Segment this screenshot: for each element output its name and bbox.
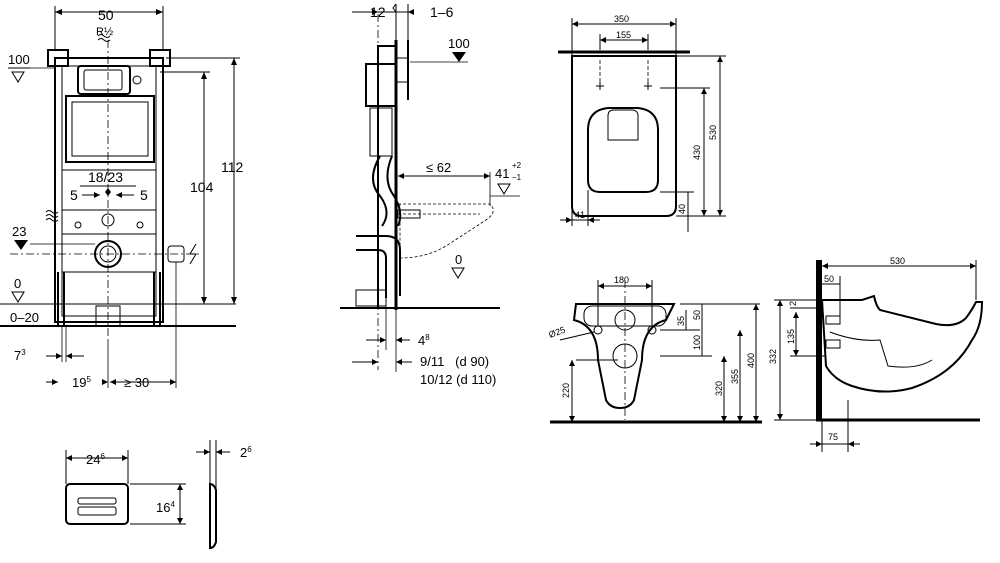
cistern [65, 95, 155, 163]
dim-side-gap: 41 [575, 210, 585, 220]
dim-height-frame: 104 [190, 179, 214, 195]
seat-outline [587, 107, 659, 193]
dim-wall-gap: 75 [828, 432, 838, 442]
dim-seat-depth: 430 [692, 145, 702, 160]
level-marker-icon [11, 71, 25, 83]
bolt-hole [593, 325, 603, 335]
dim-offset-right: 5 [140, 187, 148, 203]
flush-button-small [77, 497, 117, 505]
flush-unit [365, 63, 397, 107]
dim-left-gap: 73 [14, 348, 26, 363]
water-inlet [101, 213, 115, 227]
bowl-side-view: 530 50 2 135 332 75 [768, 256, 984, 452]
dim-pipe-d90: 9/11 (d 90) [420, 354, 489, 369]
flush-button-large [77, 506, 117, 516]
dim-max-depth: ≤ 62 [426, 160, 451, 175]
dim-rear-offset: 50 [824, 274, 834, 284]
dim-plate-height: 164 [156, 500, 175, 515]
left-bracket [47, 49, 69, 67]
bolt-hole [74, 221, 82, 229]
dim-axis-distance: 195 [72, 375, 91, 390]
dim-135: 135 [786, 329, 796, 344]
water-icon [97, 34, 111, 42]
dim-offset-left: 5 [70, 187, 78, 203]
water-icon [45, 210, 59, 222]
dim-bolt-diameter: Ø25 [547, 325, 566, 340]
tolerance-plus: +2 [512, 161, 522, 170]
dim-pipe-d110: 10/12 (d 110) [420, 372, 496, 387]
actuator [395, 57, 409, 83]
bolt-hole [136, 221, 144, 229]
flush-plate-profile [209, 482, 217, 550]
flush-pipe [372, 155, 388, 227]
bowl-outline [571, 55, 677, 217]
flush-plate-view: 246 164 26 [65, 440, 252, 550]
dim-320: 320 [714, 381, 724, 396]
dim-range: 1–6 [430, 4, 454, 20]
seat-hinge [607, 109, 639, 141]
bowl-mounting-plate [583, 305, 667, 327]
level-marker-icon [11, 291, 25, 303]
dim-bowl-width: 350 [614, 14, 629, 24]
dim-332: 332 [768, 349, 778, 364]
dim-spacing: 18/23 [88, 169, 123, 185]
level-marker-filled-icon [452, 52, 466, 62]
front-view: 50 R½ 100 112 104 18/23 5 5 23 0 0– [0, 6, 244, 390]
dim-50: 50 [692, 310, 702, 320]
bowl-inner [829, 331, 933, 368]
flush-box [77, 65, 131, 95]
bowl-rear-outline [572, 303, 676, 410]
dim-height-total: 112 [221, 159, 244, 175]
dim-bolt-spacing: 155 [616, 30, 631, 40]
bowl-side-outline [820, 294, 984, 393]
level-pipe-label: 23 [12, 224, 26, 239]
level-bowl-label: 41 [495, 166, 509, 181]
level-floor-label: 0 [455, 252, 462, 267]
connection-label: R½ [96, 26, 113, 38]
level-floor-label: 0 [14, 276, 21, 291]
bowl-rear-view: 180 Ø25 35 50 100 320 355 400 220 [547, 275, 762, 424]
dim-100: 100 [692, 335, 702, 350]
dim-rim-gap: 40 [677, 204, 687, 214]
floor-range-label: 0–20 [10, 310, 39, 325]
bowl-top-view: 350 155 530 430 40 41 [558, 14, 726, 232]
supply-valve [132, 75, 142, 85]
dim-bowl-depth: 530 [708, 125, 718, 140]
dim-355: 355 [730, 369, 740, 384]
dim-plate-width: 246 [86, 452, 105, 467]
dim-depth: 12 [370, 4, 386, 20]
level-marker-filled-icon [14, 240, 28, 250]
cistern-inner [71, 101, 149, 157]
level-top-label: 100 [8, 52, 30, 67]
dim-2: 2 [788, 301, 798, 306]
wall-section [816, 260, 822, 420]
flush-plate [65, 483, 129, 525]
bowl-outline [398, 203, 494, 259]
dim-plate-depth: 26 [240, 445, 252, 460]
dim-min-distance: ≥ 30 [124, 375, 149, 390]
tolerance-minus: −1 [512, 173, 522, 182]
dim-rear-bolt-spacing: 180 [614, 275, 629, 285]
side-view: 12 1–6 100 ≤ 62 41 +2 −1 0 48 [340, 3, 522, 387]
level-top-label: 100 [448, 36, 470, 51]
dim-220: 220 [561, 383, 571, 398]
frame-outline [54, 57, 164, 323]
flush-box-inner [83, 69, 123, 91]
cistern-side [369, 107, 393, 157]
level-marker-icon [497, 183, 511, 195]
dim-side-length: 530 [890, 256, 905, 266]
level-marker-icon [451, 267, 465, 279]
dim-35: 35 [676, 316, 686, 326]
electric-icon [189, 243, 197, 265]
dim-width: 50 [98, 7, 114, 23]
dim-gap: 48 [418, 333, 430, 348]
dim-400: 400 [746, 353, 756, 368]
